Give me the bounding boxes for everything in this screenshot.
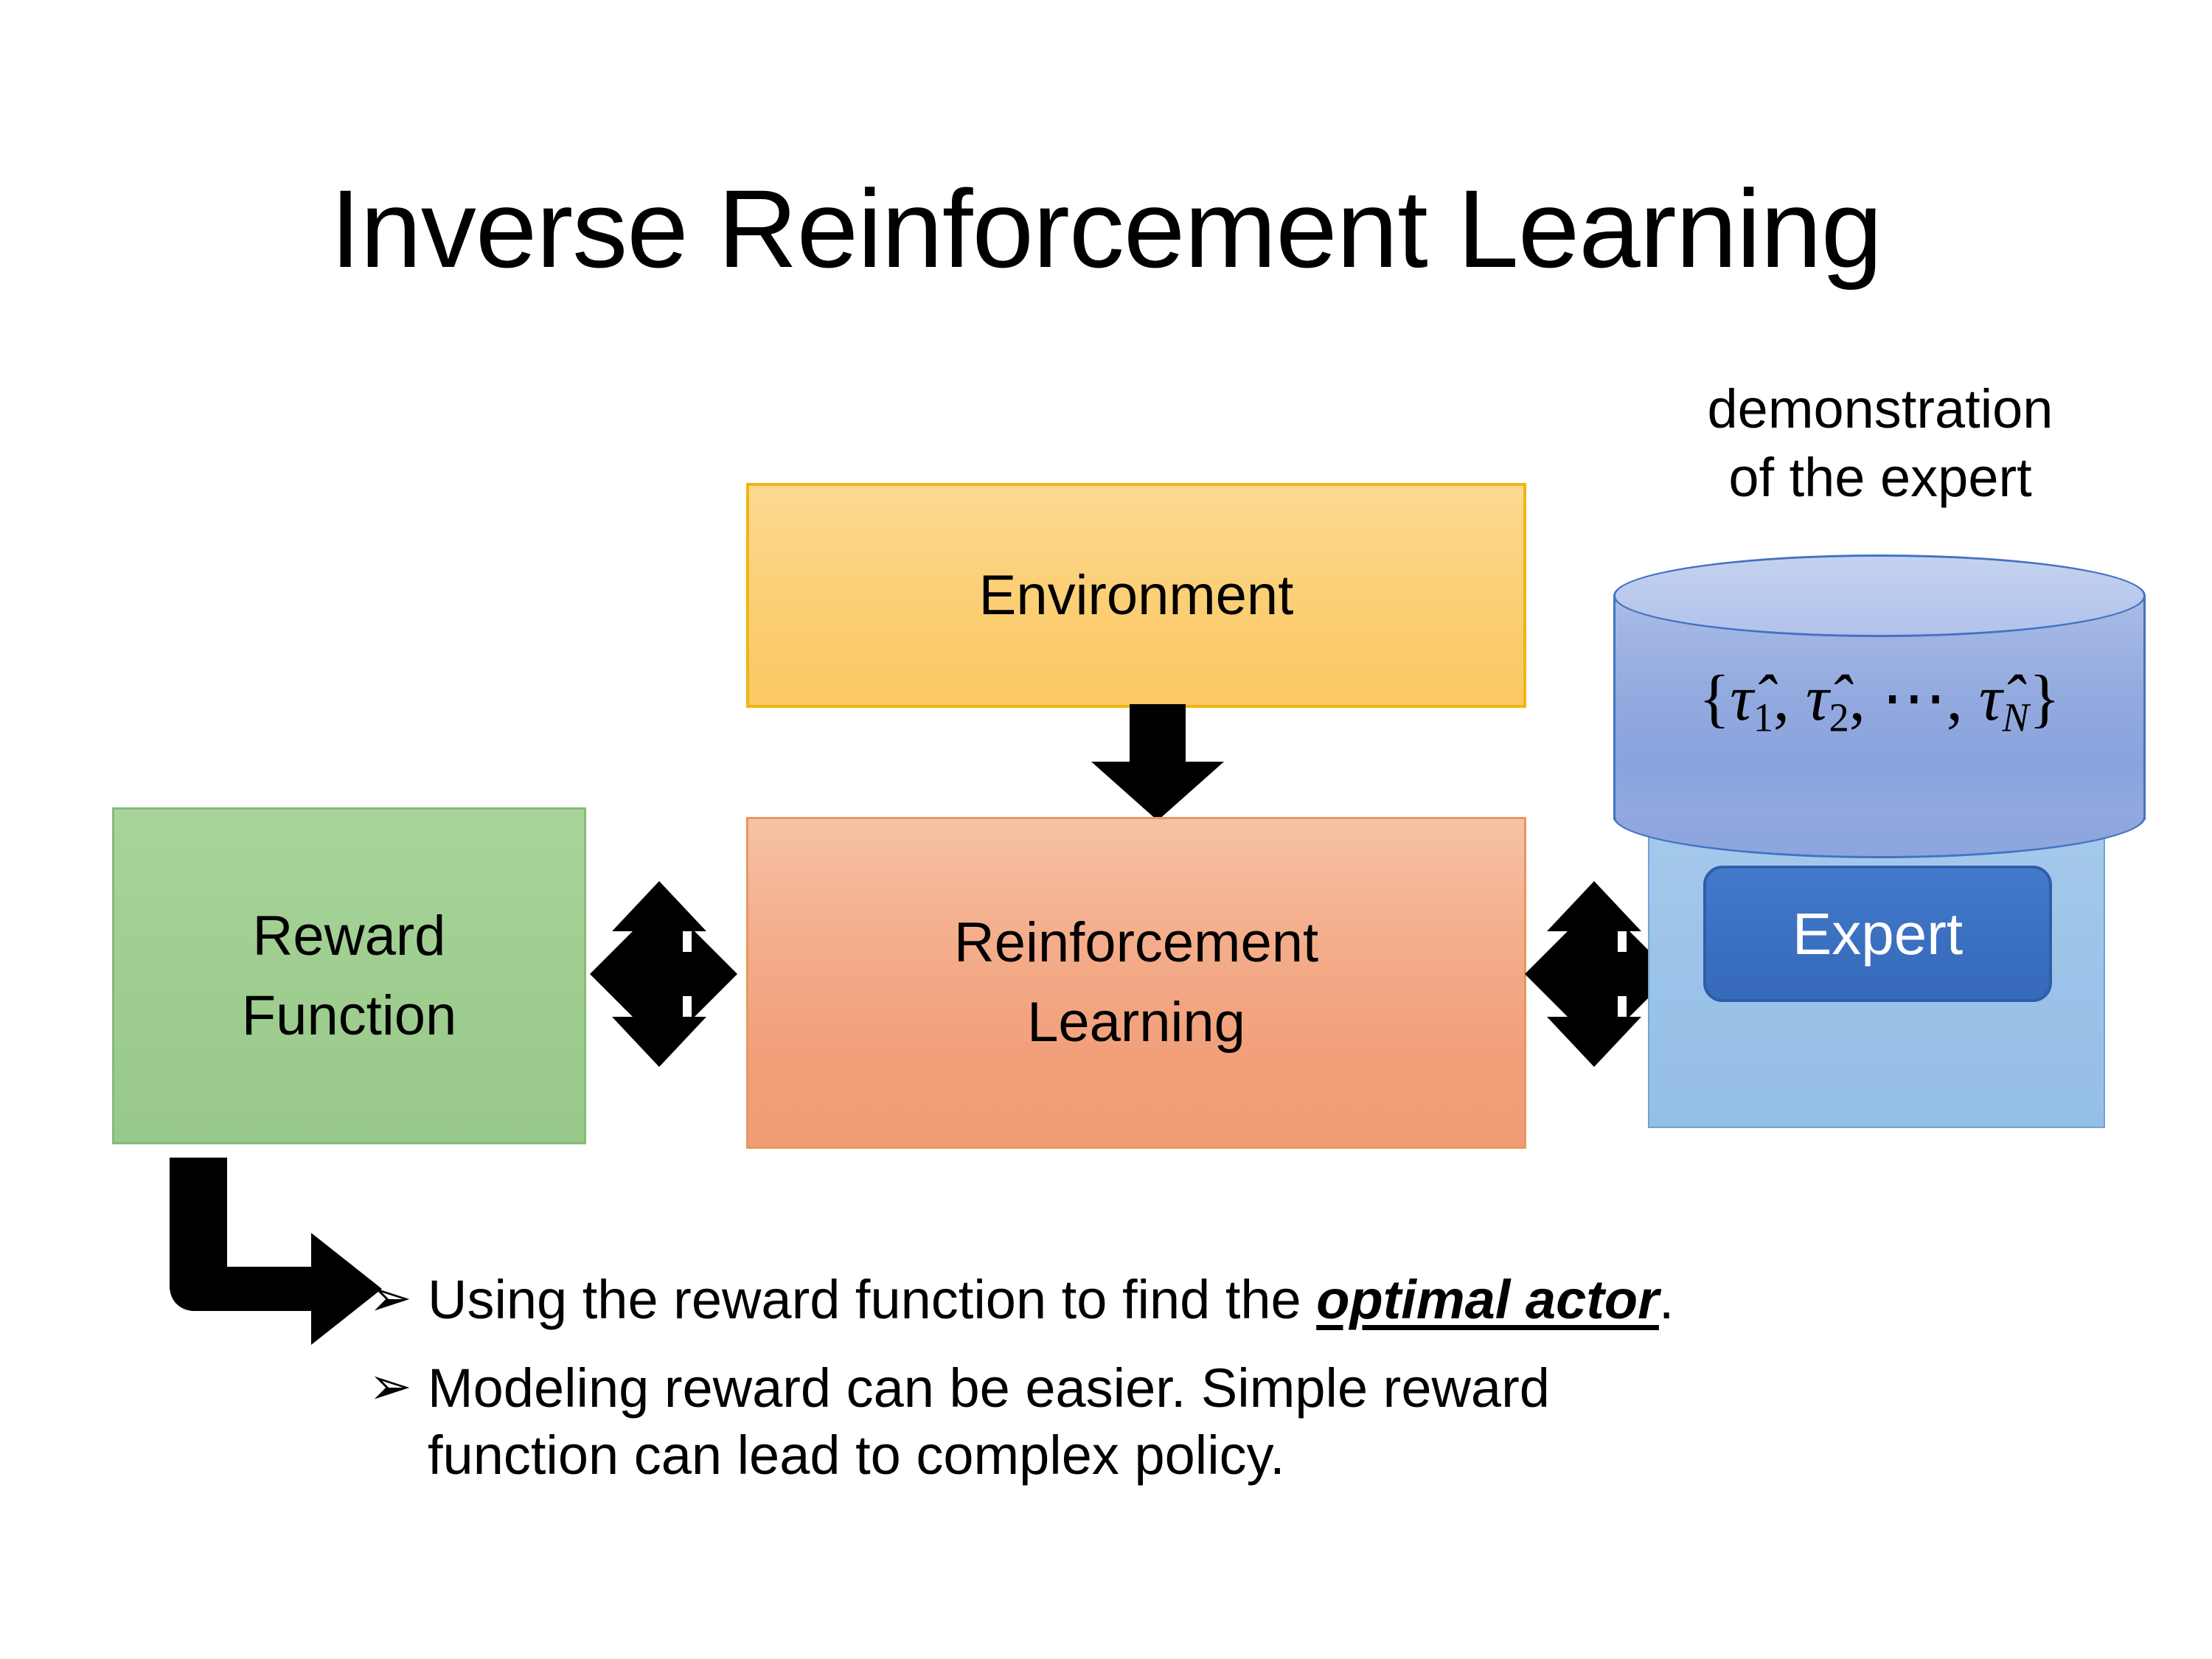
- bullet-2-line2: function can lead to complex policy.: [428, 1424, 1285, 1486]
- cylinder-top-ellipse: [1613, 554, 2146, 637]
- formula-tau-2: τ̂: [1806, 663, 1829, 734]
- formula-close-brace: }: [2028, 663, 2060, 734]
- bullet-2-line1: Modeling reward can be easier. Simple re…: [428, 1357, 1550, 1419]
- formula-subscript-1: 1: [1753, 695, 1774, 740]
- rl-label-line2: Learning: [1027, 991, 1245, 1054]
- reward-function-box: Reward Function: [112, 807, 586, 1144]
- list-item: ➢ Modeling reward can be easier. Simple …: [369, 1355, 2138, 1489]
- trajectory-set-formula: {τ̂1, τ̂2, ⋯, τ̂N}: [1613, 667, 2146, 738]
- formula-separator-2: , ⋯,: [1848, 663, 1979, 734]
- environment-box: Environment: [746, 483, 1526, 708]
- reward-label-line2: Function: [241, 984, 457, 1047]
- demonstration-caption-line2: of the expert: [1728, 447, 2032, 509]
- list-item: ➢ Using the reward function to find the …: [369, 1267, 2138, 1333]
- reward-function-label: Reward Function: [242, 897, 457, 1056]
- bent-arrow-icon: [170, 1158, 382, 1345]
- page-title: Inverse Reinforcement Learning: [330, 167, 1883, 291]
- down-arrow-icon: [1091, 704, 1224, 821]
- bullet-arrow-icon: ➢: [369, 1269, 412, 1326]
- expert-label: Expert: [1792, 900, 1964, 967]
- reinforcement-learning-label: Reinforcement Learning: [954, 903, 1318, 1062]
- bullet-1-suffix: .: [1658, 1269, 1674, 1330]
- formula-tau-n: τ̂: [1978, 663, 2003, 734]
- environment-label: Environment: [978, 563, 1294, 627]
- bullet-arrow-icon: ➢: [369, 1357, 412, 1416]
- demonstration-caption-line1: demonstration: [1707, 378, 2053, 439]
- reward-label-line1: Reward: [252, 904, 446, 967]
- formula-tau-1: τ̂: [1730, 663, 1753, 734]
- demonstration-caption: demonstration of the expert: [1615, 375, 2146, 512]
- four-way-arrow-icon: [1525, 881, 1672, 1067]
- formula-subscript-2: 2: [1829, 695, 1849, 740]
- formula-subscript-n: N: [2002, 695, 2029, 740]
- formula-open-brace: {: [1699, 663, 1731, 734]
- demonstration-cylinder: {τ̂1, τ̂2, ⋯, τ̂N}: [1613, 554, 2146, 860]
- four-way-arrow-icon: [590, 881, 737, 1067]
- formula-separator-1: ,: [1773, 663, 1806, 734]
- reinforcement-learning-box: Reinforcement Learning: [746, 817, 1526, 1149]
- bullet-1-prefix: Using the reward function to find the: [428, 1269, 1317, 1330]
- rl-label-line1: Reinforcement: [953, 911, 1319, 975]
- bullet-text-1: Using the reward function to find the op…: [428, 1267, 2138, 1333]
- bullet-1-emphasis: optimal actor: [1316, 1269, 1659, 1330]
- bullet-list: ➢ Using the reward function to find the …: [369, 1267, 2138, 1511]
- expert-box: Expert: [1703, 866, 2052, 1002]
- bullet-text-2: Modeling reward can be easier. Simple re…: [428, 1355, 2138, 1489]
